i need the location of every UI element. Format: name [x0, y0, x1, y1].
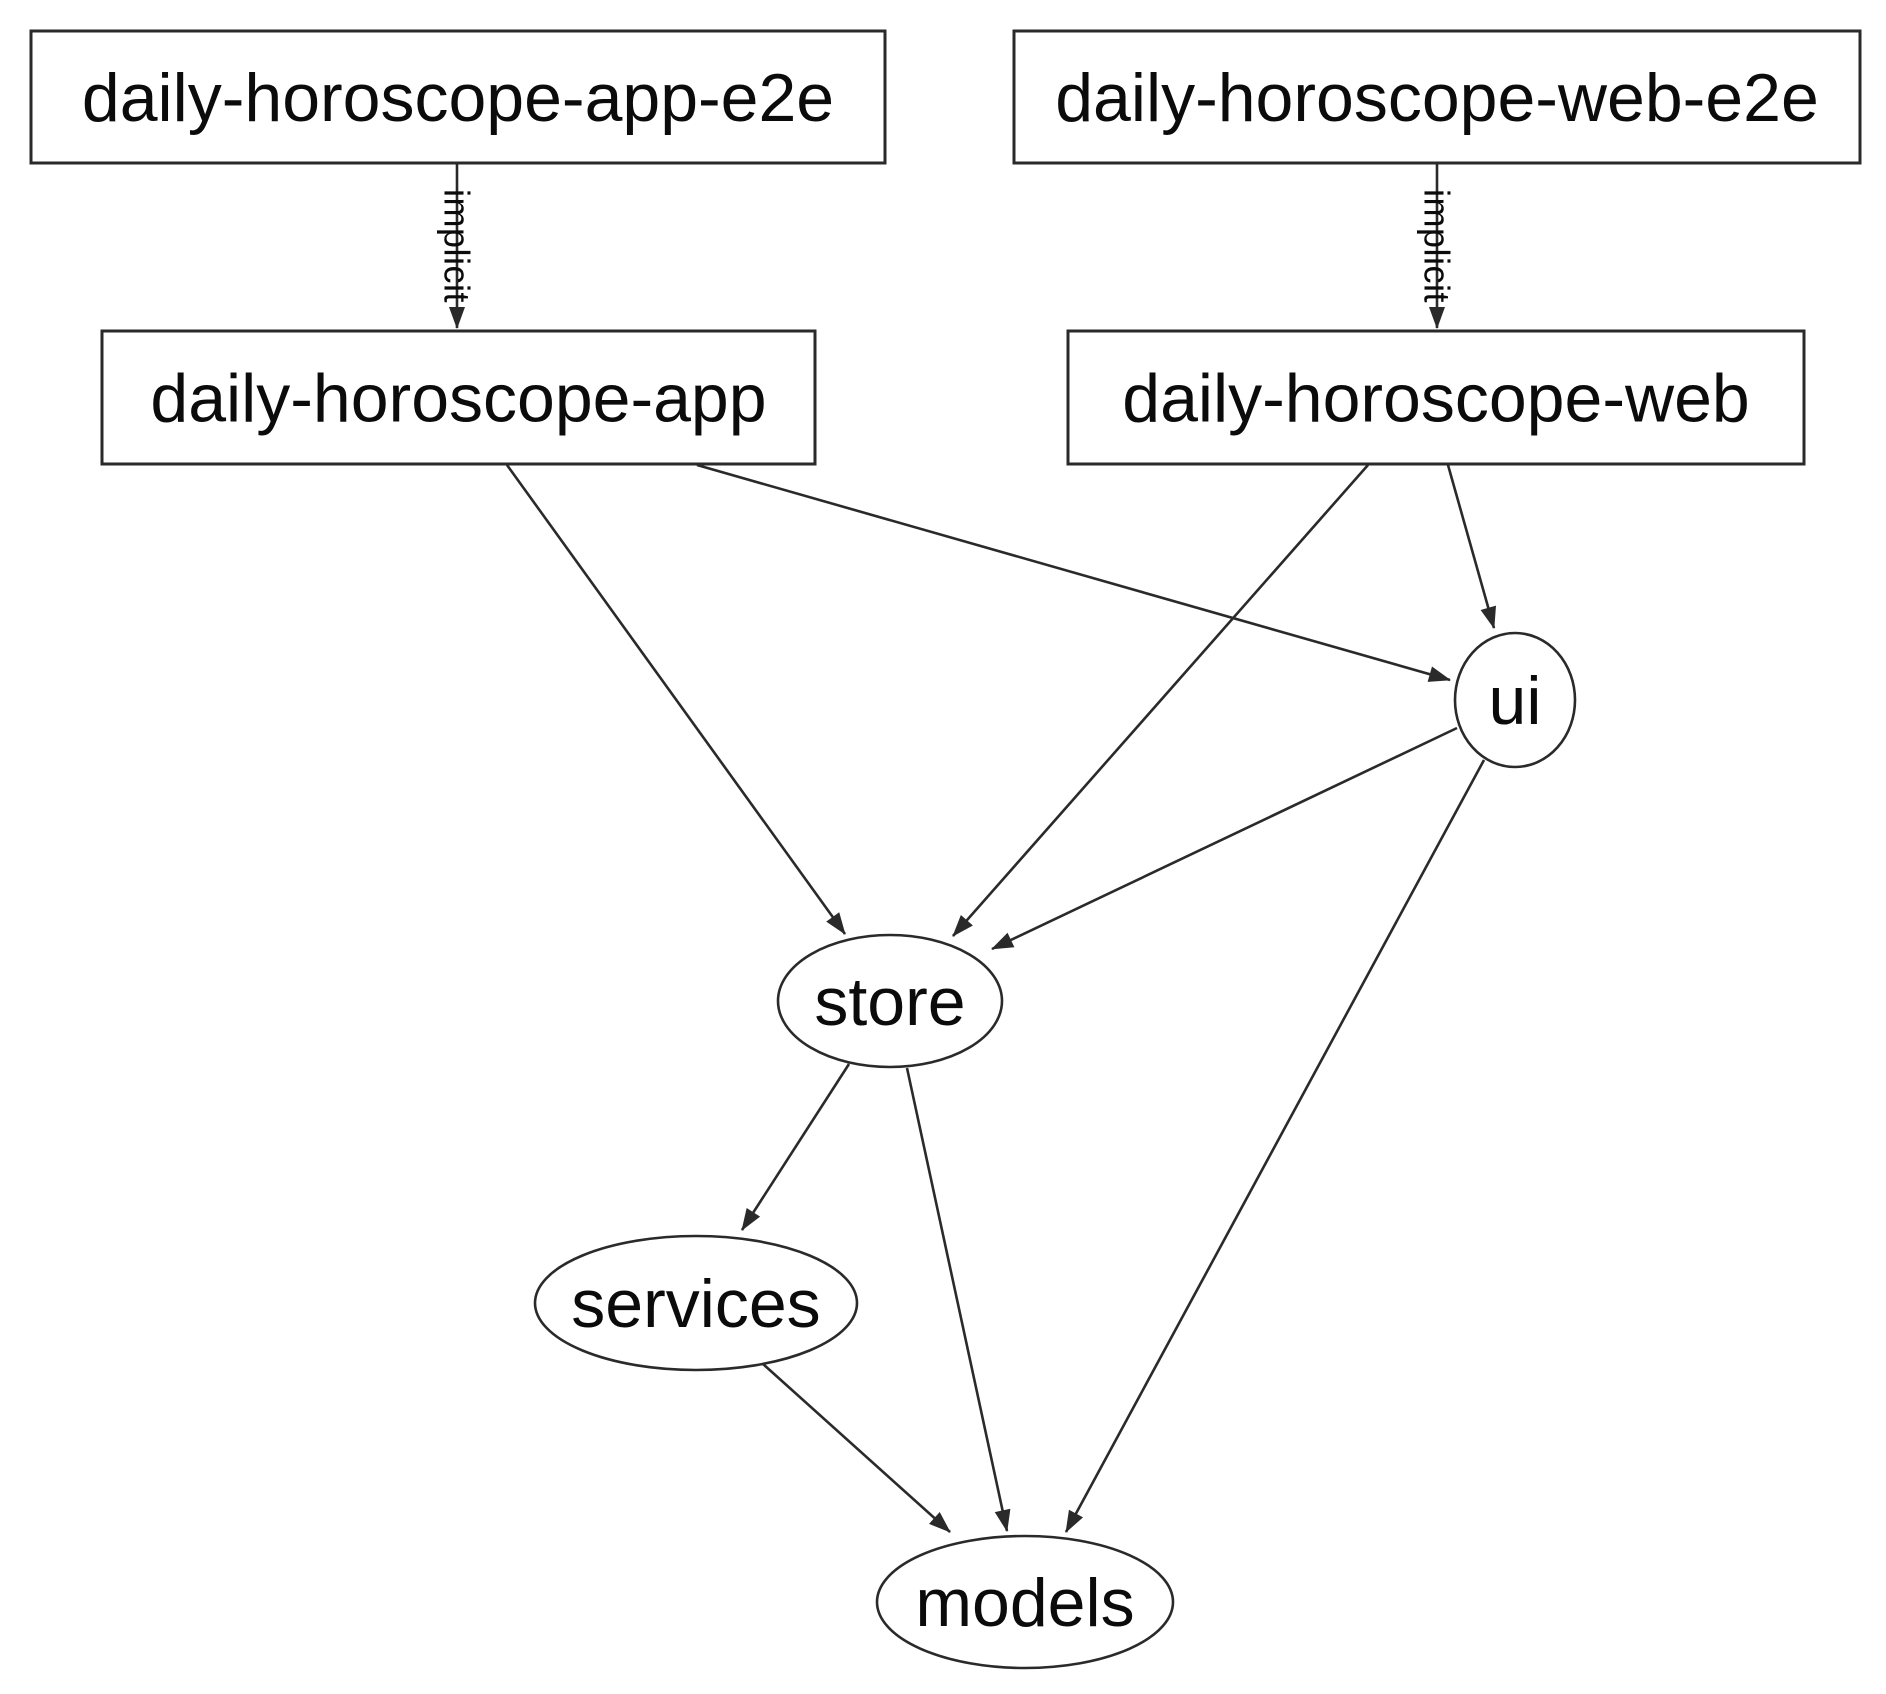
- edge-store-to-services: [740, 1063, 851, 1231]
- node-daily-horoscope-web-e2e: daily-horoscope-web-e2e: [1012, 29, 1862, 165]
- node-daily-horoscope-app-e2e-label: daily-horoscope-app-e2e: [82, 60, 834, 136]
- edge-ui-to-models: [1064, 759, 1486, 1533]
- node-services-label: services: [571, 1266, 820, 1342]
- node-ui: ui: [1453, 631, 1577, 769]
- node-daily-horoscope-app-box: [100, 329, 817, 466]
- node-daily-horoscope-app: daily-horoscope-app: [100, 329, 817, 466]
- edge-services-to-models: [762, 1363, 951, 1533]
- edge-daily-horoscope-web-e2e-to-daily-horoscope-web-label: implicit: [1416, 189, 1457, 303]
- edge-store-to-models: [905, 1067, 1011, 1532]
- node-ui-ellipse: [1453, 631, 1577, 769]
- edge-ui-to-store: [991, 726, 1458, 951]
- node-daily-horoscope-web-e2e-label: daily-horoscope-web-e2e: [1055, 60, 1819, 136]
- node-daily-horoscope-web-e2e-box: [1012, 29, 1862, 165]
- node-daily-horoscope-web-label: daily-horoscope-web: [1122, 360, 1749, 436]
- node-models-ellipse: [875, 1534, 1175, 1670]
- node-daily-horoscope-web-box: [1066, 329, 1806, 466]
- node-store: store: [776, 933, 1004, 1069]
- node-daily-horoscope-web: daily-horoscope-web: [1066, 329, 1806, 466]
- edge-daily-horoscope-web-to-store: [952, 464, 1369, 937]
- edge-daily-horoscope-app-to-store: [505, 464, 847, 935]
- node-models: models: [875, 1534, 1175, 1670]
- node-store-label: store: [814, 964, 965, 1040]
- node-store-ellipse: [776, 933, 1004, 1069]
- node-services: services: [533, 1234, 859, 1372]
- edge-daily-horoscope-app-e2e-to-daily-horoscope-app-label: implicit: [436, 189, 477, 303]
- node-daily-horoscope-app-label: daily-horoscope-app: [150, 360, 766, 436]
- node-models-label: models: [915, 1565, 1134, 1641]
- node-ui-label: ui: [1489, 663, 1542, 739]
- edge-daily-horoscope-app-to-ui: [696, 463, 1451, 682]
- node-services-ellipse: [533, 1234, 859, 1372]
- node-daily-horoscope-app-e2e-box: [29, 29, 887, 165]
- edge-daily-horoscope-web-to-ui: [1446, 464, 1496, 629]
- node-daily-horoscope-app-e2e: daily-horoscope-app-e2e: [29, 29, 887, 165]
